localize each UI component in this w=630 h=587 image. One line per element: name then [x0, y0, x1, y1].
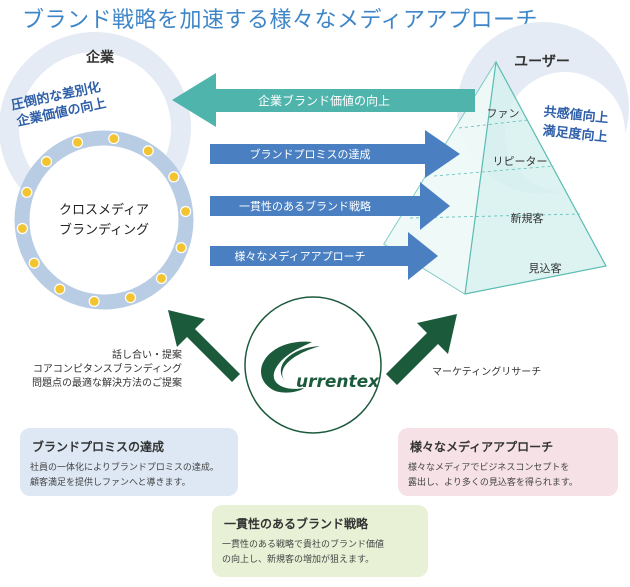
- ring-dot: [21, 186, 33, 198]
- ring-dots: [16, 133, 192, 307]
- ring-dot: [54, 283, 66, 295]
- info-box-line: の向上し、新規客の増加が狙えます。: [222, 555, 375, 565]
- info-box-line: 様々なメディアでビジネスコンセプトを: [408, 463, 570, 473]
- ring-dot: [175, 242, 187, 254]
- ring-dot: [180, 205, 192, 218]
- pyramid-level-lines: [409, 119, 581, 219]
- ring-dot: [16, 222, 28, 235]
- ring-line1: クロスメディア: [59, 202, 149, 218]
- currentex-logo-text: urrentex: [296, 372, 380, 392]
- left-note-2: コアコンピタンスブランディング: [32, 364, 182, 375]
- pyramid-ridge: [464, 61, 497, 295]
- left-note-3: 問題点の最適な解決方法のご提案: [32, 378, 182, 389]
- brand-value-arrow: [172, 73, 475, 127]
- forward-arrow-2-label: 一貫性のあるブランド戦略: [239, 199, 371, 213]
- brand-value-arrow-label: 企業ブランド価値の向上: [258, 93, 390, 108]
- info-box-line: 社員の一体化によりブランドプロミスの達成。: [30, 463, 219, 473]
- forward-arrow-2: [210, 182, 450, 230]
- ring-dot: [71, 136, 84, 148]
- info-box-title: 一貫性のあるブランド戦略: [224, 517, 369, 531]
- ring-dot: [88, 295, 100, 307]
- user-sub-line1: 共感値向上: [543, 104, 609, 127]
- info-box-title: 様々なメディアアプローチ: [410, 440, 554, 454]
- pyramid-level-prospect: 見込客: [529, 261, 562, 275]
- ring-dot: [142, 145, 154, 157]
- ring-line2: ブランディング: [59, 222, 149, 238]
- pyramid-level-repeater: リピーター: [493, 155, 548, 168]
- pyramid-level-fan: ファン: [487, 107, 520, 120]
- user-label: ユーザー: [514, 54, 570, 70]
- forward-arrow-1-label: ブランドプロミスの達成: [250, 147, 371, 161]
- right-up-arrow: [386, 314, 457, 385]
- branding-ring: [14, 130, 194, 310]
- forward-arrow-3: [210, 232, 438, 280]
- ring-dot: [168, 171, 180, 183]
- left-note-1: 話し合い・提案: [112, 350, 182, 361]
- info-box-line: 露出し、より多くの見込客を得られます。: [408, 478, 578, 488]
- branding-ring-fill: [22, 138, 186, 302]
- user-sub-line2: 満足度向上: [542, 123, 608, 146]
- forward-arrow-1: [210, 130, 460, 178]
- ring-dot: [108, 133, 120, 145]
- company-label: 企業: [85, 49, 115, 66]
- info-box-brand-promise: ブランドプロミスの達成 社員の一体化によりブランドプロミスの達成。 顧客満足を提…: [20, 428, 238, 496]
- right-note: マーケティングリサーチ: [432, 367, 542, 378]
- info-box-line: 顧客満足を提供しファンへと導きます。: [30, 478, 191, 488]
- center-logo-circle: [244, 296, 382, 434]
- pyramid-level-new: 新規客: [511, 211, 544, 225]
- left-up-arrow: [168, 310, 240, 382]
- ring-dot: [40, 156, 53, 168]
- info-box-line: 一貫性のある戦略で貴社のブランド価値: [222, 540, 385, 550]
- info-box-media-approach: 様々なメディアアプローチ 様々なメディアでビジネスコンセプトを 露出し、より多く…: [398, 428, 618, 496]
- left-notes: 話し合い・提案 コアコンピタンスブランディング 問題点の最適な解決方法のご提案: [12, 349, 182, 391]
- page-title: ブランド戦略を加速する様々なメディアアプローチ: [22, 8, 538, 33]
- ring-dot: [28, 257, 40, 269]
- info-box-title: ブランドプロミスの達成: [32, 440, 165, 454]
- ring-dot: [124, 292, 137, 304]
- info-box-consistent-strategy: 一貫性のあるブランド戦略 一貫性のある戦略で貴社のブランド価値 の向上し、新規客…: [212, 505, 428, 577]
- ring-dot: [155, 272, 168, 284]
- forward-arrow-3-label: 様々なメディアアプローチ: [234, 249, 365, 263]
- currentex-logo-mark: [261, 341, 320, 393]
